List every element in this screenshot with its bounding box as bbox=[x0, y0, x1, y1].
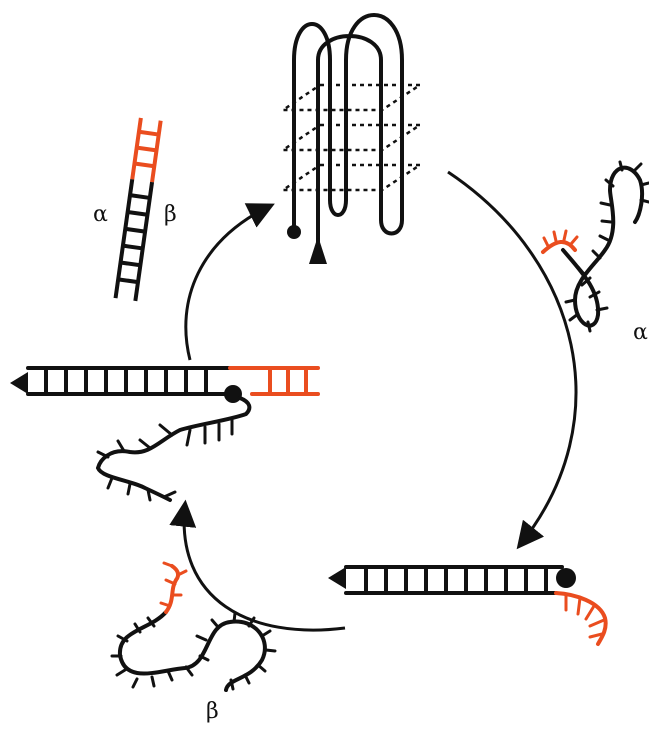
g-quadruplex-dotted-planes bbox=[283, 85, 420, 190]
hairpin-outer-strand bbox=[294, 15, 402, 240]
beta-label-bottom: β bbox=[206, 701, 219, 723]
alpha-beta-duplex bbox=[116, 118, 161, 301]
arrow-top-to-right bbox=[448, 172, 576, 545]
left-duplex-complex bbox=[10, 368, 318, 500]
alpha-label-right: α bbox=[633, 322, 648, 344]
alpha-label-top: α bbox=[93, 204, 108, 226]
arrow-bottom-to-left bbox=[184, 505, 345, 630]
beta-strand bbox=[112, 563, 275, 690]
bottom-duplex-complex bbox=[328, 567, 606, 644]
bottom-duplex-triangle-end bbox=[328, 567, 346, 589]
bottom-duplex-dot-end bbox=[556, 568, 576, 588]
hairpin-complex bbox=[294, 15, 402, 254]
hairpin-dot-end bbox=[287, 225, 301, 239]
arrow-left-to-top bbox=[186, 206, 270, 360]
beta-label-top: β bbox=[164, 204, 177, 226]
left-duplex-dot-end bbox=[224, 385, 242, 403]
hairpin-triangle-end bbox=[309, 236, 327, 264]
displaced-strand bbox=[98, 398, 249, 500]
left-duplex-triangle-end bbox=[10, 372, 28, 394]
